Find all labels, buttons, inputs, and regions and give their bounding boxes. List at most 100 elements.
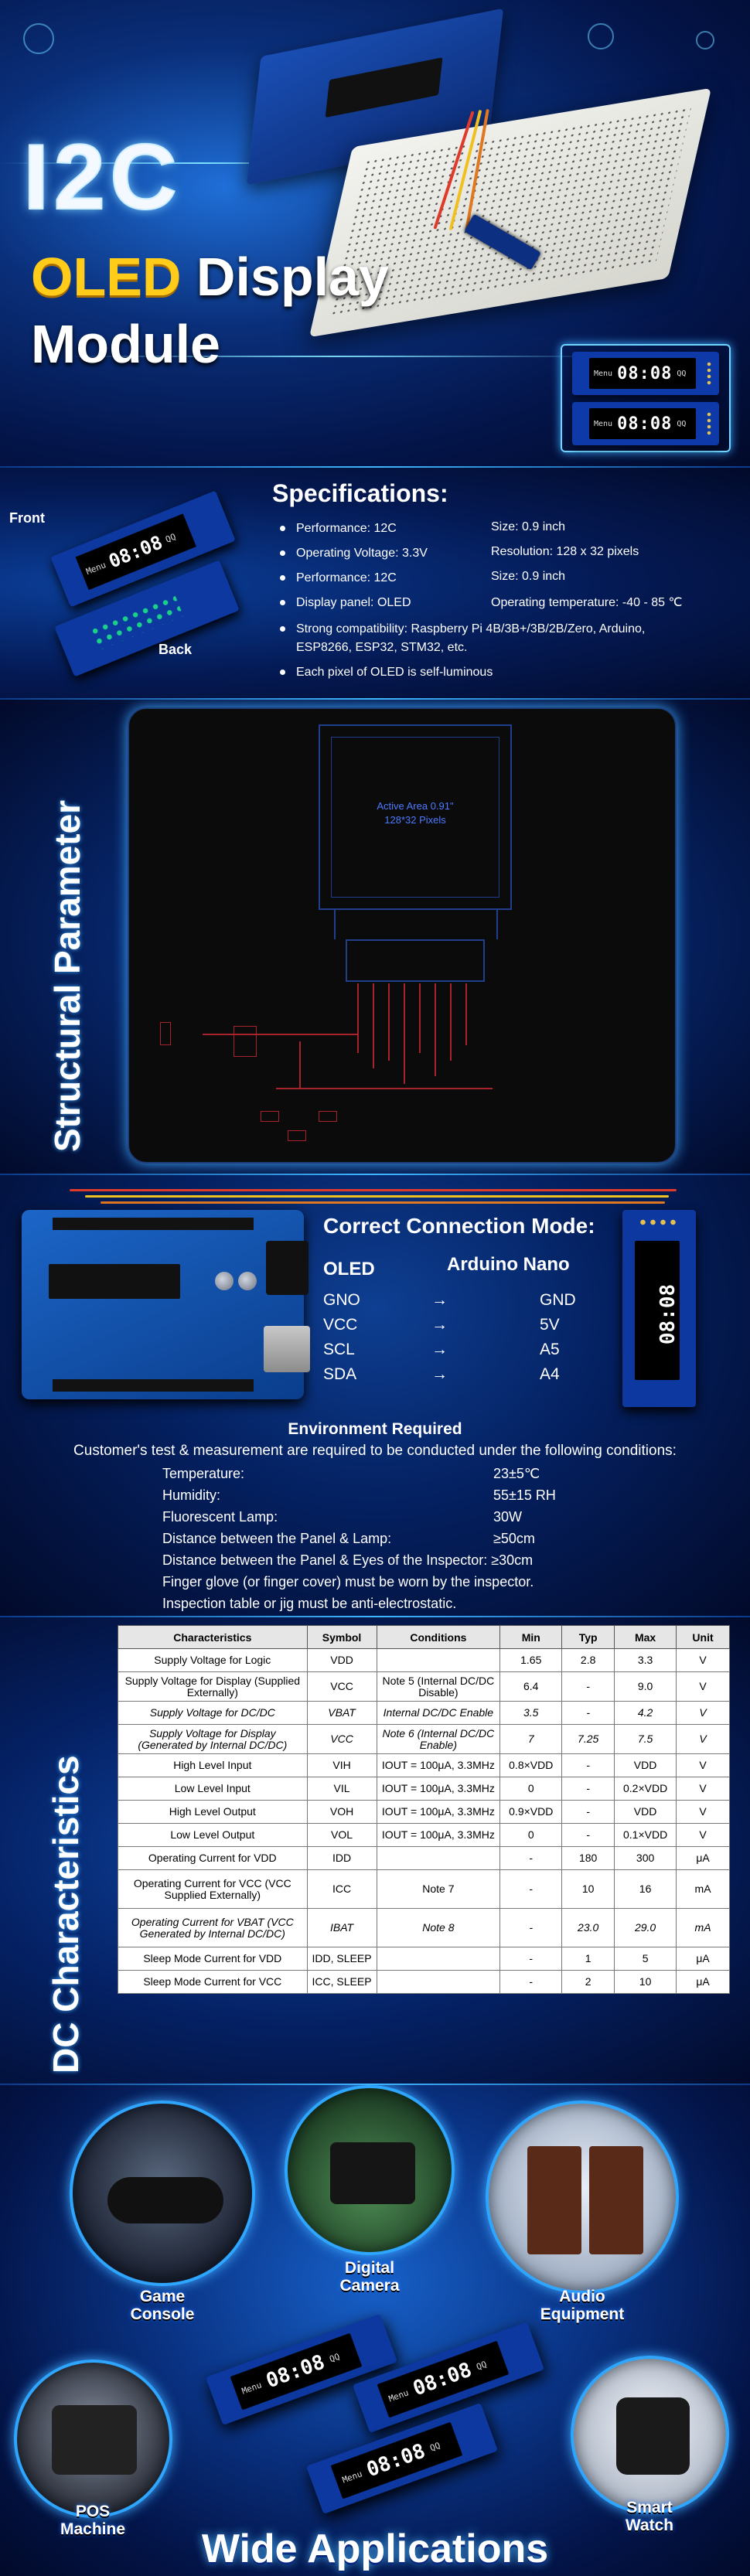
oled-screen: Menu 08:08 QQ	[230, 2332, 363, 2411]
table-cell: Note 6 (Internal DC/DC Enable)	[376, 1724, 501, 1754]
table-cell: Supply Voltage for DC/DC	[118, 1701, 308, 1725]
active-area-label: Active Area 0.91" 128*32 Pixels	[377, 800, 454, 826]
table-cell: Operating Current for VCC (VCC Supplied …	[118, 1869, 308, 1909]
table-row: Operating Current for VBAT (VCC Generate…	[118, 1908, 730, 1947]
table-cell: 16	[614, 1869, 677, 1909]
table-cell: 0	[499, 1823, 563, 1847]
table-cell: 6.4	[499, 1671, 563, 1702]
specifications-section: Front Menu 08:08 QQ Back Specifications:…	[0, 468, 750, 700]
oled-pins	[638, 1218, 680, 1227]
speaker-icon	[527, 2146, 581, 2254]
table-cell: VDD	[614, 1753, 677, 1777]
table-cell: 0	[499, 1777, 563, 1801]
table-cell: IOUT = 100μA, 3.3MHz	[376, 1777, 501, 1801]
table-cell: -	[499, 1869, 563, 1909]
table-header: Min	[499, 1625, 563, 1649]
decor-ring	[23, 23, 54, 54]
table-cell: mA	[676, 1908, 730, 1947]
oled-menu-text: Menu	[340, 2468, 364, 2486]
oled-menu-text: Menu	[240, 2379, 264, 2397]
spec-item: Each pixel of OLED is self-luminous	[280, 666, 493, 680]
schematic-line	[419, 983, 421, 1053]
schematic-line	[357, 983, 359, 1053]
table-cell: 1	[561, 1947, 615, 1971]
oled-time-text: 08:08	[410, 2358, 476, 2401]
table-cell: 3.3	[614, 1648, 677, 1672]
table-cell: -	[499, 1970, 563, 1994]
table-cell: VOH	[306, 1800, 377, 1824]
table-cell: V	[676, 1724, 730, 1754]
schematic-component	[160, 1022, 171, 1045]
table-cell: 180	[561, 1846, 615, 1870]
schematic-line	[435, 983, 436, 1076]
audio-equipment-image	[486, 2101, 679, 2294]
front-label: Front	[9, 510, 45, 526]
schematic-line	[388, 983, 390, 1061]
spec-item: Performance: 12C	[280, 571, 397, 585]
table-header: Conditions	[376, 1625, 501, 1649]
oled-tag-text: QQ	[164, 531, 178, 545]
table-cell: IOUT = 100μA, 3.3MHz	[376, 1800, 501, 1824]
structural-drawing: Active Area 0.91" 128*32 Pixels	[128, 707, 677, 1164]
table-cell: VBAT	[306, 1701, 377, 1725]
capacitor-image	[215, 1272, 234, 1290]
environment-title: Environment Required	[288, 1420, 462, 1438]
table-header-row: Characteristics Symbol Conditions Min Ty…	[118, 1625, 730, 1649]
table-cell: -	[561, 1777, 615, 1801]
table-cell: 0.9×VDD	[499, 1800, 563, 1824]
table-cell: Internal DC/DC Enable	[376, 1701, 501, 1725]
table-cell: VCC	[306, 1724, 377, 1754]
oled-vertical-image: 08:08	[622, 1210, 696, 1407]
section-divider	[0, 698, 750, 700]
hero-title-line3: Module	[31, 314, 220, 374]
schematic-line	[373, 983, 374, 1068]
table-cell: -	[499, 1846, 563, 1870]
decor-ring	[588, 23, 614, 49]
oled-time-text: 08:08	[617, 363, 673, 383]
mcu-chip-image	[325, 57, 443, 118]
display-outline: Active Area 0.91" 128*32 Pixels	[319, 724, 512, 910]
applications-title: Wide Applications	[201, 2527, 549, 2571]
table-cell: 5	[614, 1947, 677, 1971]
hero-title-highlight: OLED	[31, 247, 182, 307]
oled-time-text: 08:08	[617, 414, 673, 434]
table-cell: -	[499, 1947, 563, 1971]
connection-row: SDA → A4	[323, 1365, 560, 1383]
table-cell: V	[676, 1800, 730, 1824]
table-cell	[376, 1648, 501, 1672]
table-cell: 0.1×VDD	[614, 1823, 677, 1847]
schematic-line	[404, 983, 405, 1084]
spec-item-right: Resolution: 128 x 32 pixels	[491, 545, 639, 558]
schematic-component	[234, 1026, 257, 1057]
watch-icon	[616, 2397, 690, 2475]
table-cell: 23.0	[561, 1908, 615, 1947]
oled-screen: 08:08	[635, 1241, 680, 1380]
table-cell: Supply Voltage for Logic	[118, 1648, 308, 1672]
oled-menu-text: Menu	[84, 559, 107, 577]
table-cell: 4.2	[614, 1701, 677, 1725]
environment-row: Temperature:23±5℃	[162, 1466, 540, 1481]
digital-camera-image	[285, 2085, 455, 2255]
oled-preview: Menu 08:08 QQ	[572, 352, 719, 395]
table-cell: μA	[676, 1947, 730, 1971]
gamepad-icon	[107, 2177, 223, 2223]
back-label: Back	[159, 642, 193, 657]
connection-title: Correct Connection Mode:	[323, 1214, 595, 1238]
table-cell	[376, 1846, 501, 1870]
oled-tag-text: QQ	[677, 369, 687, 378]
table-cell: IBAT	[306, 1908, 377, 1947]
speaker-icon	[589, 2146, 643, 2254]
specifications-title: Specifications:	[272, 479, 448, 507]
table-cell: 10	[614, 1970, 677, 1994]
camera-icon	[330, 2142, 415, 2204]
